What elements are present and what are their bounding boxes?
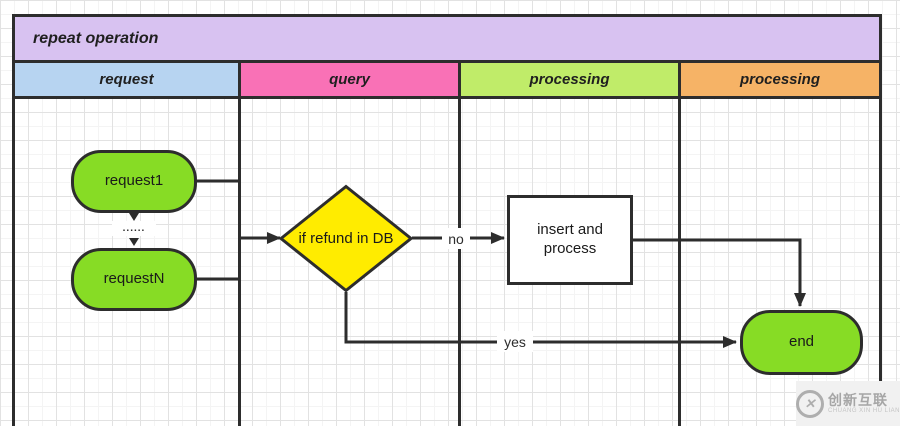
node-request1: request1	[71, 150, 197, 213]
node-end: end	[740, 310, 863, 375]
lane-header-query-label: query	[329, 71, 370, 88]
watermark-name: 创新互联	[828, 391, 888, 408]
pool-title: repeat operation	[12, 14, 882, 63]
edge-request1-requestN-dotted	[129, 213, 139, 246]
node-insert-process-label: insert and process	[537, 221, 603, 257]
edge-label-no: no	[442, 228, 470, 249]
lane-header-processing-1-label: processing	[529, 71, 610, 88]
edge-insert-end	[633, 238, 806, 307]
watermark-subtitle: CHUANG XIN HU LIAN	[828, 407, 900, 414]
edges	[197, 179, 806, 348]
lane-header-processing-2: processing	[678, 60, 882, 99]
node-requestN: requestN	[71, 248, 197, 311]
pool-title-label: repeat operation	[33, 29, 159, 47]
node-decision-label: if refund in DB	[298, 229, 394, 247]
node-end-label: end	[788, 333, 815, 351]
node-insert-process: insert and process	[507, 195, 633, 285]
lane-header-request: request	[12, 60, 241, 99]
edge-decision-end	[344, 292, 737, 348]
edge-label-dots: ......	[112, 221, 156, 236]
lane-borders	[12, 96, 882, 426]
node-request1-label: request1	[104, 172, 164, 190]
lane-header-request-label: request	[99, 71, 154, 88]
lane-header-processing-1: processing	[458, 60, 681, 99]
decision-diamond	[278, 184, 414, 293]
lane-header-processing-2-label: processing	[739, 71, 821, 88]
edge-label-yes: yes	[497, 331, 533, 352]
watermark: ✕ 创新互联 CHUANG XIN HU LIAN	[796, 381, 900, 426]
node-requestN-label: requestN	[103, 270, 165, 288]
chuangxin-logo-icon: ✕	[796, 389, 824, 418]
lane-header-query: query	[238, 60, 461, 99]
